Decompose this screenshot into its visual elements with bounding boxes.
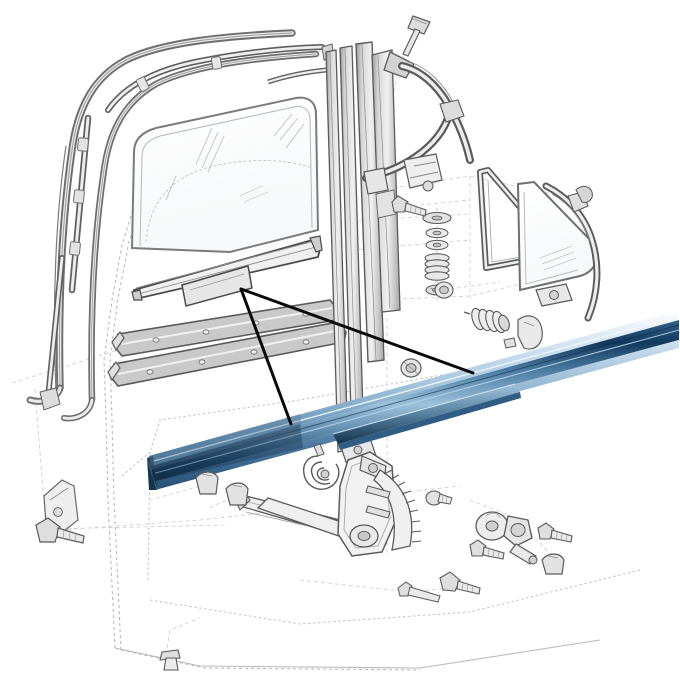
vent-window-tension-spring	[463, 307, 543, 350]
inner-door-seal	[88, 50, 320, 404]
inner-belt-molding	[107, 321, 347, 387]
push-clip-a	[195, 471, 219, 495]
bolt-mid-left	[391, 195, 427, 217]
door-belt-weatherstrip-target	[131, 235, 323, 307]
window-sweep-belt-molding-highlighted	[146, 310, 680, 491]
push-clip-b	[225, 482, 249, 506]
left-vertical-clip-strip	[68, 114, 92, 294]
regulator-shaft-nut	[425, 490, 453, 506]
bolt-lower-center	[439, 571, 481, 595]
bolt-regulator-b	[537, 522, 573, 543]
screw-top	[402, 15, 431, 57]
regulator-roller-group	[475, 511, 538, 565]
vent-window-outer-trim	[535, 182, 601, 322]
vent-window-pivot-arm	[362, 61, 474, 195]
push-clip-c	[541, 553, 565, 575]
bolt-regulator-a	[469, 539, 505, 560]
roll-pin-regulator	[397, 581, 441, 603]
window-regulator	[235, 443, 453, 557]
bolt-lower-left	[35, 517, 85, 544]
flange-nut-b	[434, 281, 454, 299]
upper-window-run-channel	[105, 43, 335, 113]
callout-leader-lines	[239, 287, 475, 426]
door-glass	[130, 96, 320, 254]
grommet-bottom	[159, 649, 181, 671]
flange-nut-a	[400, 358, 422, 378]
regulator-spiral-spring	[302, 455, 340, 490]
upper-channel-rail-2	[267, 67, 327, 85]
door-shell	[103, 187, 601, 671]
left-vertical-strip-2	[39, 255, 65, 411]
hinge-bracket	[43, 479, 79, 535]
